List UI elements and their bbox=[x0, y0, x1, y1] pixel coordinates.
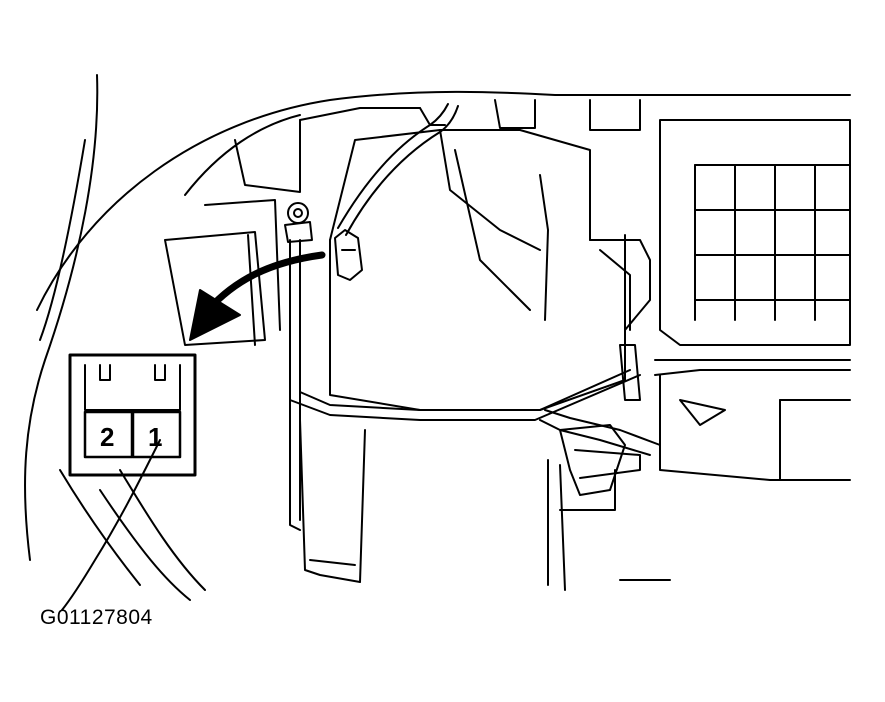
pointer-arrow bbox=[189, 251, 326, 341]
left-bracket bbox=[164, 199, 281, 346]
connector-pin-label-1: 1 bbox=[148, 422, 162, 452]
filter-grille bbox=[659, 119, 851, 346]
blower-housing bbox=[329, 99, 651, 411]
left-body-outline bbox=[24, 74, 206, 611]
harness-frame bbox=[289, 239, 661, 531]
blower-motor bbox=[299, 419, 671, 591]
lower-right-panel bbox=[654, 359, 851, 481]
connector-pin-cell-1 bbox=[131, 410, 182, 459]
figure-code: G01127804 bbox=[40, 606, 153, 629]
connector-pin-label-2: 2 bbox=[100, 422, 114, 452]
wiring-harness bbox=[334, 103, 459, 281]
mounting-bolt bbox=[284, 202, 313, 243]
connector-face-view bbox=[68, 353, 197, 477]
dashboard-arc bbox=[36, 90, 851, 311]
